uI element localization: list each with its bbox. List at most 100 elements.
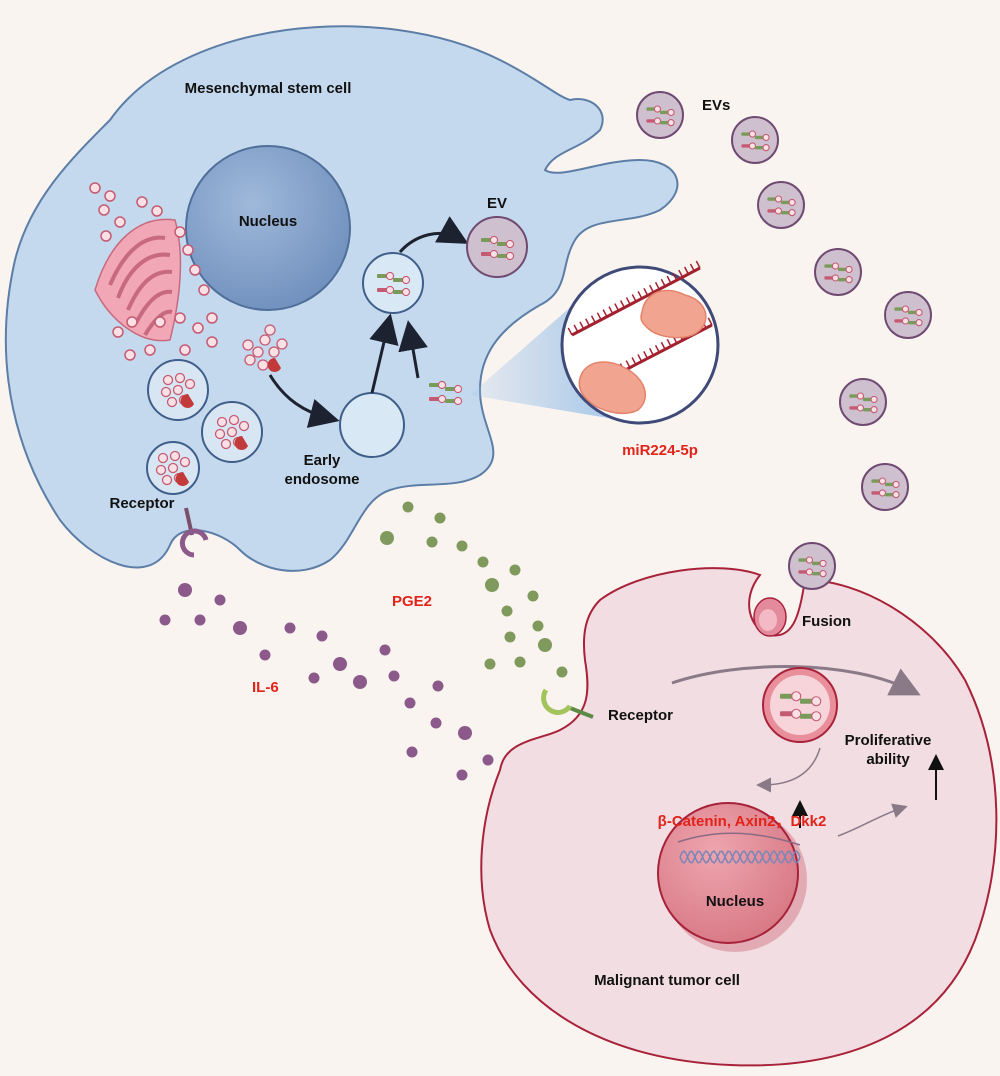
cargo-bead — [805, 568, 814, 576]
cargo-bead — [892, 491, 900, 499]
cargo-bead — [901, 317, 910, 325]
pge2-dot — [504, 631, 516, 643]
early-endosome — [339, 392, 405, 458]
il6-dot — [404, 697, 416, 709]
cargo-bead — [870, 406, 878, 414]
protein-blob-2 — [578, 361, 647, 414]
cargo-bead — [878, 477, 887, 485]
ev-secreted — [466, 216, 528, 278]
golgi-vesicle — [98, 204, 110, 216]
fusion-label: Fusion — [802, 613, 851, 630]
cargo-bead — [385, 271, 395, 281]
msc-receptor-label: Receptor — [109, 495, 174, 512]
msc-cell-membrane — [4, 25, 679, 572]
il6-dot — [159, 614, 171, 626]
golgi-vesicle — [136, 196, 148, 208]
cargo-bead — [788, 198, 796, 207]
golgi-vesicle — [126, 316, 138, 328]
cargo-bead — [489, 235, 499, 245]
cargo-bead — [856, 404, 865, 412]
il6-dot — [482, 754, 494, 766]
mvb-vesicle — [167, 462, 179, 474]
cargo-bead — [892, 480, 900, 489]
strand-tick — [649, 348, 655, 356]
mvb-vesicle — [238, 420, 250, 432]
pge2-dot — [556, 666, 568, 678]
mvb-vesicle — [214, 428, 226, 440]
golgi-vesicle — [89, 182, 101, 194]
mvb-vesicle — [179, 456, 191, 468]
strand-tick — [602, 309, 608, 318]
cargo-bead — [762, 133, 770, 142]
strand-tick — [608, 306, 614, 315]
pge2-dot — [456, 540, 468, 552]
evs-label: EVs — [702, 97, 730, 114]
il6-dot — [430, 717, 442, 729]
arrow-genes-to-proliferation — [837, 803, 908, 837]
mvb-vesicle — [166, 396, 178, 408]
il6-dot — [353, 675, 367, 689]
tumor-nucleus-label: Nucleus — [706, 893, 764, 910]
loaded-vesicle — [362, 252, 424, 314]
pge2-dot — [509, 564, 521, 576]
pge2-dot — [402, 501, 414, 513]
golgi-vesicle — [174, 312, 186, 324]
mirna-label: miR224-5p — [622, 442, 698, 459]
genes-label: β-Catenin, Axin2，Dkk2 — [658, 813, 827, 830]
mvb-vesicle — [160, 386, 172, 398]
cargo-stick — [780, 711, 795, 717]
pge2-molecules — [380, 501, 568, 678]
il6-dot — [308, 672, 320, 684]
il6-dot — [432, 680, 444, 692]
il6-dot — [233, 621, 247, 635]
mvb-vesicle — [162, 374, 174, 386]
golgi-vesicle — [206, 312, 218, 324]
cargo-bead — [489, 249, 499, 259]
cargo-bead — [401, 287, 411, 297]
golgi-vesicle — [198, 284, 210, 296]
strand-tick — [678, 269, 684, 278]
cargo-bead — [856, 392, 865, 400]
strand-tick — [590, 315, 596, 324]
cargo-bead — [845, 276, 853, 284]
golgi-vesicle — [104, 190, 116, 202]
il6-dot — [284, 622, 296, 634]
cargo-bead — [845, 265, 853, 274]
pge2-dot — [426, 536, 438, 548]
cargo-bead — [667, 119, 675, 127]
mvb-vesicle — [184, 378, 196, 390]
golgi-vesicle — [192, 322, 204, 334]
ev-particle — [861, 463, 909, 511]
internalised-ev-cargo — [780, 691, 822, 722]
free-mirna-cargo — [429, 380, 463, 406]
tumor-receptor-label: Receptor — [608, 707, 673, 724]
strand-tick — [637, 291, 643, 299]
golgi-vesicle — [144, 344, 156, 356]
tumor-label: Malignant tumor cell — [594, 972, 740, 989]
strand-tick — [631, 357, 637, 365]
pge2-dot — [532, 620, 544, 632]
il6-dot — [214, 594, 226, 606]
cargo-bead — [748, 142, 757, 150]
strand-tick — [654, 344, 660, 353]
il6-dot — [456, 769, 468, 781]
dna-strand — [679, 850, 801, 864]
proliferative-label-2: ability — [866, 751, 910, 768]
free-evs — [636, 91, 932, 590]
strand-tick — [672, 272, 678, 281]
cargo-vesicle — [276, 338, 288, 350]
cargo-bead — [819, 559, 827, 568]
strand-tick — [614, 303, 620, 311]
mvb-contents — [155, 372, 250, 486]
strand-tick — [660, 341, 666, 350]
msc-nucleus — [185, 145, 351, 311]
cargo-cluster — [242, 324, 288, 372]
cargo-protein — [180, 393, 194, 408]
msc-label: Mesenchymal stem cell — [185, 80, 352, 97]
arrow-endosome-to-vesicle — [369, 313, 399, 394]
cargo-bead — [385, 285, 395, 295]
strand-tick — [579, 321, 585, 330]
strand-tick — [631, 294, 637, 302]
mvb-vesicle — [220, 438, 232, 450]
cargo-bead — [791, 691, 802, 702]
